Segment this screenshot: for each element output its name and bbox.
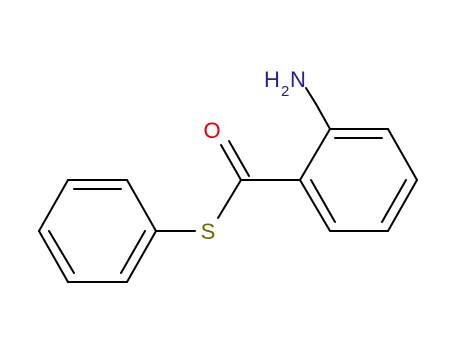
amine-group-label: H 2 N bbox=[264, 67, 306, 100]
bond bbox=[38, 179, 69, 232]
double-bond-inner bbox=[48, 230, 75, 274]
carbonyl-double-bond bbox=[220, 144, 242, 181]
amine-h-label: H bbox=[264, 67, 280, 92]
double-bond-inner bbox=[310, 179, 336, 223]
bond bbox=[387, 128, 418, 181]
bond bbox=[38, 230, 69, 283]
bond bbox=[126, 179, 157, 232]
aminophenyl-ring bbox=[299, 128, 418, 232]
bond bbox=[299, 128, 331, 181]
bond bbox=[299, 179, 331, 232]
double-bond-inner bbox=[120, 230, 146, 274]
sulfur-atom-label: S bbox=[201, 219, 216, 244]
phenyl-ring bbox=[38, 179, 157, 283]
bond bbox=[126, 230, 157, 283]
carbonyl-double-bond bbox=[228, 140, 250, 177]
bond-sulfur-carbonyl bbox=[217, 179, 242, 219]
oxygen-atom-label: O bbox=[203, 118, 220, 143]
amine-subscript: 2 bbox=[281, 83, 289, 100]
bond-aryl-amine bbox=[315, 103, 331, 130]
bond bbox=[387, 179, 418, 232]
double-bond-inner bbox=[381, 179, 407, 223]
bond-aryl-amine-n bbox=[305, 87, 317, 105]
amine-n-label: N bbox=[290, 67, 306, 92]
